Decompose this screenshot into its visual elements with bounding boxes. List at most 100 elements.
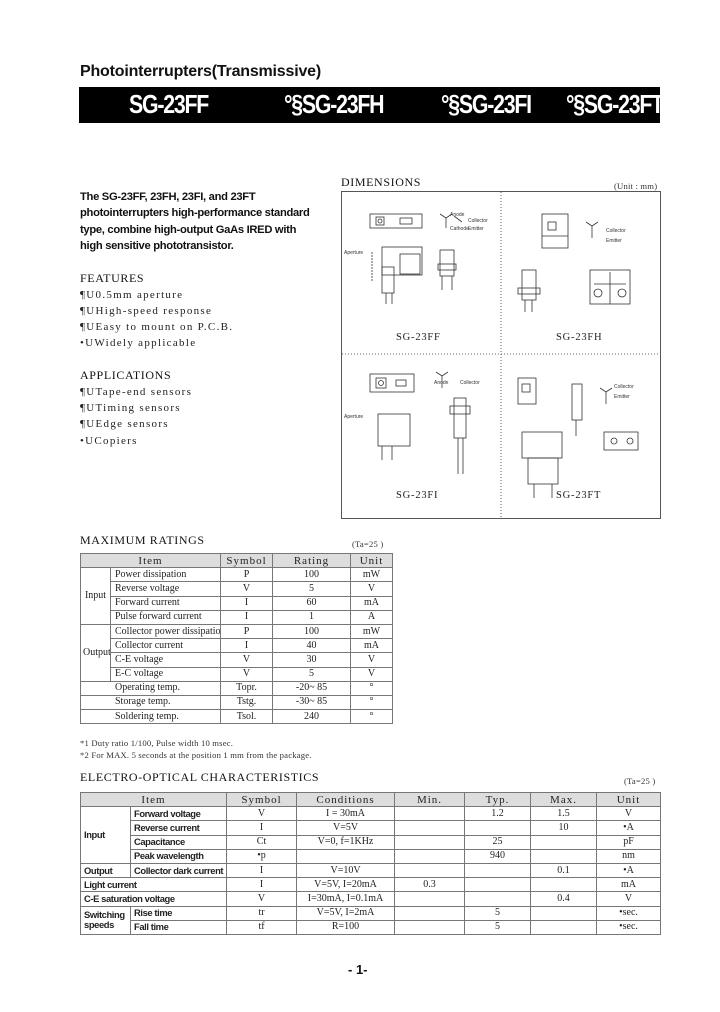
cell-unit: nm: [596, 848, 662, 864]
model-sg23ff: SG-23FF: [129, 89, 209, 119]
max-ratings-condition: (Ta=25 ): [352, 539, 384, 549]
application-item: •UCopiers: [80, 435, 138, 447]
col-header-min: Min.: [394, 791, 466, 808]
cell-item: Pulse forward current: [109, 609, 222, 625]
col-header-item: Item: [79, 552, 222, 569]
cell-min: [394, 848, 466, 864]
label-anode: Anode: [450, 212, 465, 218]
applications-heading: APPLICATIONS: [80, 368, 172, 382]
cell-unit: mA: [596, 877, 662, 893]
col-header-symbol: Symbol: [226, 791, 298, 808]
sg23fh-drawing: [517, 213, 631, 312]
cell-typ: 940: [464, 848, 532, 864]
cell-symbol: V: [220, 666, 274, 682]
cell-max: [530, 877, 598, 893]
max-ratings-table: Item Symbol Rating Unit Input Power diss…: [79, 552, 394, 725]
cell-rating: 5: [272, 581, 352, 597]
label-anode: Anode: [434, 380, 449, 386]
cell-cond: [296, 848, 396, 864]
sg23fi-drawing: [369, 371, 471, 474]
cell-unit: mA: [350, 638, 394, 654]
cell-item: Collector power dissipation: [109, 623, 222, 640]
label-aperture: Aperture: [344, 414, 363, 420]
cell-rating: -20~ 85: [272, 680, 352, 696]
cell-item: Operating temp.: [79, 680, 222, 696]
col-header-conditions: Conditions: [296, 791, 396, 808]
cell-unit: V: [350, 666, 394, 682]
cell-symbol: Ct: [226, 834, 298, 850]
label-collector: Collector: [606, 228, 626, 234]
cell-symbol: I: [220, 595, 274, 611]
cell-unit: V: [350, 652, 394, 668]
cell-typ: 1.2: [464, 806, 532, 822]
col-header-max: Max.: [530, 791, 598, 808]
cell-symbol: Tstg.: [220, 694, 274, 711]
cell-symbol: tf: [226, 919, 298, 935]
eo-heading: ELECTRO-OPTICAL CHARACTERISTICS: [80, 770, 320, 784]
group-output: Output: [80, 623, 111, 682]
cell-item: Capacitance: [129, 834, 228, 850]
cell-cond: V=5V, I=20mA: [296, 877, 396, 893]
cell-item: Reverse voltage: [109, 581, 222, 597]
dimensions-box: Anode Collector Cathode Emitter Aperture…: [341, 191, 661, 519]
cell-max: [530, 919, 598, 935]
cell-symbol: P: [220, 567, 274, 583]
col-header-unit: Unit: [596, 791, 662, 808]
eo-condition: (Ta=25 ): [624, 776, 656, 786]
cell-symbol: I: [226, 877, 298, 893]
cell-typ: 5: [464, 905, 532, 921]
label-emitter: Emitter: [468, 226, 484, 232]
dimension-drawings: Anode Collector Cathode Emitter Aperture…: [342, 192, 660, 518]
page-subtitle: Photointerrupters(Transmissive): [80, 63, 321, 80]
caption-sg23fi: SG-23FI: [396, 490, 439, 501]
cell-rating: 60: [272, 595, 352, 611]
cell-unit: •A: [596, 820, 662, 836]
feature-item: ¶UEasy to mount on P.C.B.: [80, 321, 234, 333]
cell-max: 0.4: [530, 891, 598, 907]
label-emitter: Emitter: [614, 394, 630, 400]
cell-unit: V: [350, 581, 394, 597]
label-collector: Collector: [460, 380, 480, 386]
cell-item: Peak wavelength: [129, 848, 228, 864]
group-input: Input: [80, 806, 131, 864]
cell-max: [530, 905, 598, 921]
cell-min: [394, 806, 466, 822]
cell-rating: -30~ 85: [272, 694, 352, 711]
model-sg23fh: °§SG-23FH: [284, 89, 385, 119]
cell-typ: 25: [464, 834, 532, 850]
max-ratings-note: *2 For MAX. 5 seconds at the position 1 …: [80, 750, 312, 760]
cell-symbol: I: [226, 820, 298, 836]
application-item: ¶UTiming sensors: [80, 402, 181, 414]
col-header-item: Item: [79, 791, 228, 808]
cell-unit: mW: [350, 623, 394, 640]
cell-typ: [464, 862, 532, 879]
cell-symbol: I: [220, 638, 274, 654]
cell-item: Soldering temp.: [79, 709, 222, 725]
col-header-symbol: Symbol: [220, 552, 274, 569]
group-switching: Switching speeds: [80, 905, 131, 935]
cell-symbol: V: [220, 581, 274, 597]
cell-rating: 240: [272, 709, 352, 725]
cell-unit: •sec.: [596, 905, 662, 921]
max-ratings-note: *1 Duty ratio 1/100, Pulse width 10 msec…: [80, 738, 234, 748]
cell-item: E-C voltage: [109, 666, 222, 682]
cell-unit: A: [350, 609, 394, 625]
label-cathode: Cathode: [450, 226, 469, 232]
table-row: Soldering temp.Tsol.240°: [79, 709, 394, 725]
cell-cond: I=30mA, I=0.1mA: [296, 891, 396, 907]
cell-cond: V=5V: [296, 820, 396, 836]
cell-symbol: Tsol.: [220, 709, 274, 725]
cell-symbol: V: [220, 652, 274, 668]
col-header-rating: Rating: [272, 552, 352, 569]
cell-cond: R=100: [296, 919, 396, 935]
cell-item: Fall time: [129, 919, 228, 935]
title-bar: SG-23FF °§SG-23FH °§SG-23FI °§SG-23FT: [79, 87, 664, 123]
cell-unit: °: [350, 709, 394, 725]
cell-item: Reverse current: [129, 820, 228, 836]
